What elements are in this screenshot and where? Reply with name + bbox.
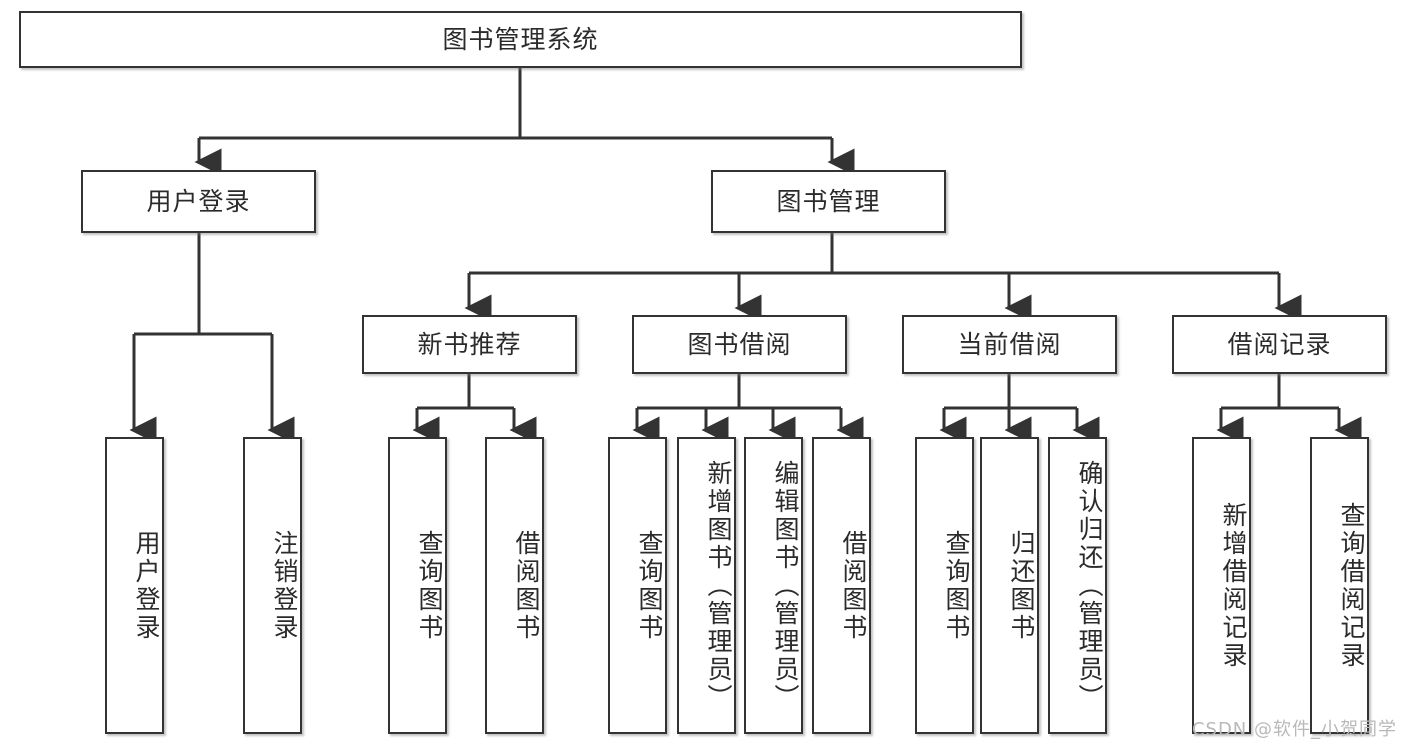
node-label: 查询图书 xyxy=(415,529,444,642)
node-label: 图书借阅 xyxy=(687,329,792,359)
node-label: 归还图书 xyxy=(1007,529,1036,642)
leaf-edit-book[interactable]: 编辑图书（管理员） xyxy=(744,437,803,734)
leaf-logout-login[interactable]: 注销登录 xyxy=(243,437,302,734)
node-current-borrow[interactable]: 当前借阅 xyxy=(902,315,1117,374)
node-user-login[interactable]: 用户登录 xyxy=(81,170,316,233)
leaf-borrow-book-2[interactable]: 借阅图书 xyxy=(812,437,871,734)
watermark: CSDN @软件_小贺同学 xyxy=(1191,719,1397,740)
node-label: 查询图书 xyxy=(635,529,664,642)
node-label: 编辑图书（管理员） xyxy=(771,459,800,712)
node-label: 查询图书 xyxy=(942,529,971,642)
node-borrow-record[interactable]: 借阅记录 xyxy=(1172,315,1387,374)
leaf-query-book-1[interactable]: 查询图书 xyxy=(388,437,447,734)
leaf-return-book[interactable]: 归还图书 xyxy=(980,437,1039,734)
node-label: 确认归还（管理员） xyxy=(1075,459,1104,712)
node-label: 借阅图书 xyxy=(512,529,541,642)
node-book-manage[interactable]: 图书管理 xyxy=(711,170,946,233)
node-label: 当前借阅 xyxy=(957,329,1062,359)
node-label: 注销登录 xyxy=(270,529,299,642)
node-label: 用户登录 xyxy=(146,186,251,216)
leaf-query-book-3[interactable]: 查询图书 xyxy=(915,437,974,734)
node-label: 图书管理 xyxy=(776,186,881,216)
leaf-borrow-book-1[interactable]: 借阅图书 xyxy=(485,437,544,734)
leaf-add-book[interactable]: 新增图书（管理员） xyxy=(677,437,736,734)
leaf-add-record[interactable]: 新增借阅记录 xyxy=(1192,437,1251,734)
leaf-user-login[interactable]: 用户登录 xyxy=(105,437,164,734)
node-label: 借阅记录 xyxy=(1227,329,1332,359)
node-label: 新增借阅记录 xyxy=(1219,501,1248,670)
node-root-book-management-system[interactable]: 图书管理系统 xyxy=(19,11,1022,68)
node-label: 新书推荐 xyxy=(417,329,522,359)
node-label: 借阅图书 xyxy=(839,529,868,642)
node-new-book-recommend[interactable]: 新书推荐 xyxy=(362,315,577,374)
node-label: 图书管理系统 xyxy=(442,24,599,54)
node-label: 查询借阅记录 xyxy=(1337,501,1366,670)
leaf-query-book-2[interactable]: 查询图书 xyxy=(608,437,667,734)
node-label: 用户登录 xyxy=(132,529,161,642)
node-book-borrow[interactable]: 图书借阅 xyxy=(632,315,847,374)
node-label: 新增图书（管理员） xyxy=(704,459,733,712)
leaf-query-record[interactable]: 查询借阅记录 xyxy=(1310,437,1369,734)
leaf-confirm-return[interactable]: 确认归还（管理员） xyxy=(1048,437,1107,734)
